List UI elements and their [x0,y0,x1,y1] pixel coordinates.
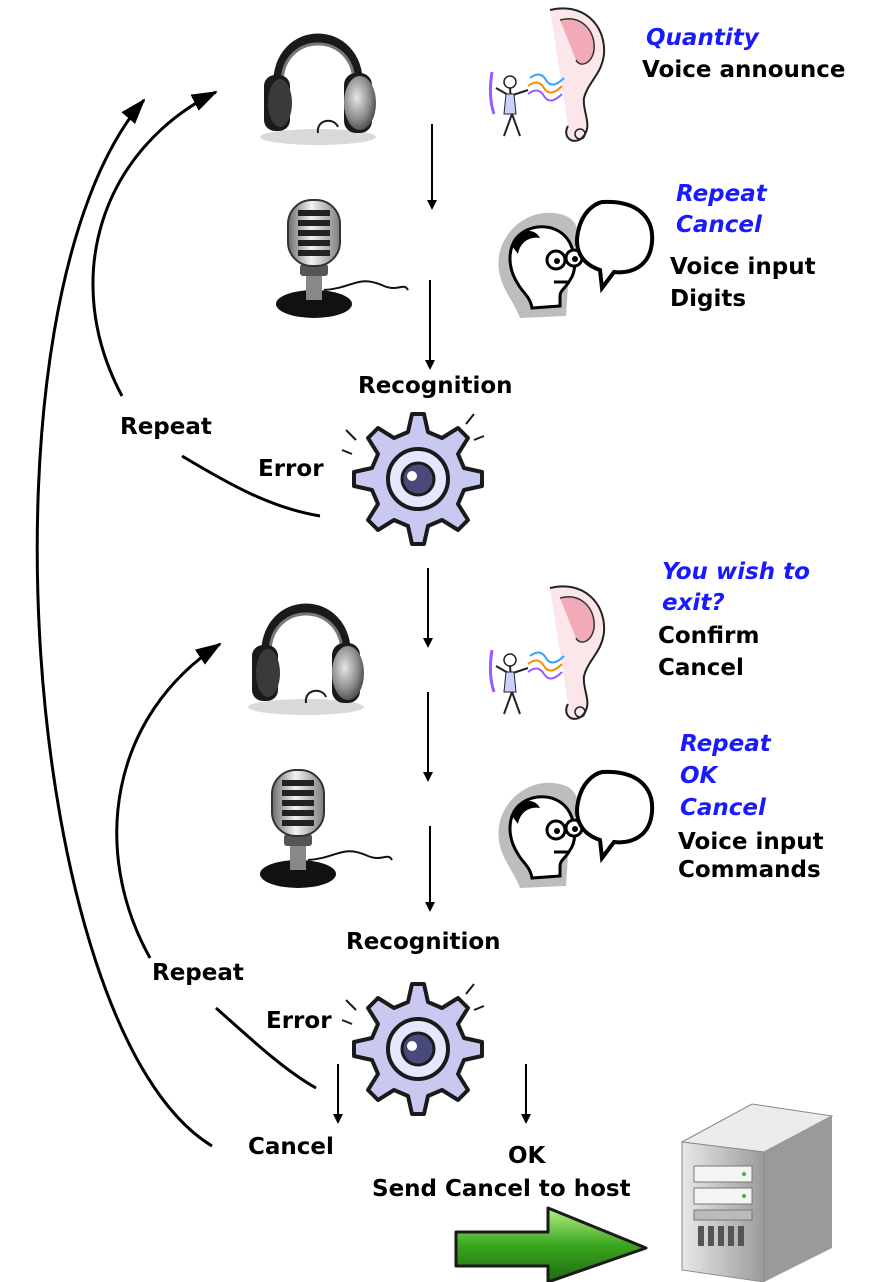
speaking-head-icon [496,199,655,320]
speaking-head-icon [496,769,655,890]
step3-description-line1: Confirm [658,623,759,649]
arrow-cancel-loop [35,98,213,1148]
step3-description-line2: Cancel [658,655,744,681]
ok-label: OK [508,1143,547,1169]
step4-prompt-line2: OK [680,763,720,789]
step1-description: Voice announce [642,57,846,83]
recognition2-label: Recognition [346,929,501,955]
step3-prompt-line2: exit? [662,590,725,616]
arrow-repeat-2 [215,1006,317,1090]
server-icon [680,1103,834,1282]
cancel-label: Cancel [248,1134,334,1160]
headphones-icon [248,609,364,716]
microphone-icon [259,769,393,889]
arrow-repeat-1 [181,454,321,518]
step2-description-line1: Voice input [670,254,816,280]
gear-icon [340,412,486,546]
arrow-repeat-2-up [115,642,222,959]
step4-description-line1: Voice input [678,829,824,855]
step4-prompt-line1: Repeat [680,731,772,757]
step2-prompt-line1: Repeat [676,181,768,207]
repeat1-label: Repeat [120,414,212,440]
headphones-icon [260,39,376,146]
diagram-text: Quantity Voice announce Repeat Cancel Vo… [120,25,846,1202]
repeat2-label: Repeat [152,960,244,986]
flow-arrows [333,124,531,1124]
step2-description-line2: Digits [670,286,746,312]
ear-icon [488,584,606,721]
step4-prompt-line3: Cancel [680,795,767,821]
error2-label: Error [266,1008,332,1034]
step4-description-line2: Commands [678,857,821,883]
loop-arrows [35,90,321,1148]
microphone-icon [275,199,409,319]
step3-prompt-line1: You wish to [662,559,810,585]
error1-label: Error [258,456,324,482]
send-cancel-label: Send Cancel to host [372,1176,631,1202]
ear-icon [488,6,606,143]
step1-prompt: Quantity [646,25,760,51]
gear-icon [340,982,486,1116]
recognition1-label: Recognition [358,373,513,399]
arrow-repeat-1-up [91,90,218,397]
step2-prompt-line2: Cancel [676,212,763,238]
green-arrow-icon [454,1206,648,1282]
